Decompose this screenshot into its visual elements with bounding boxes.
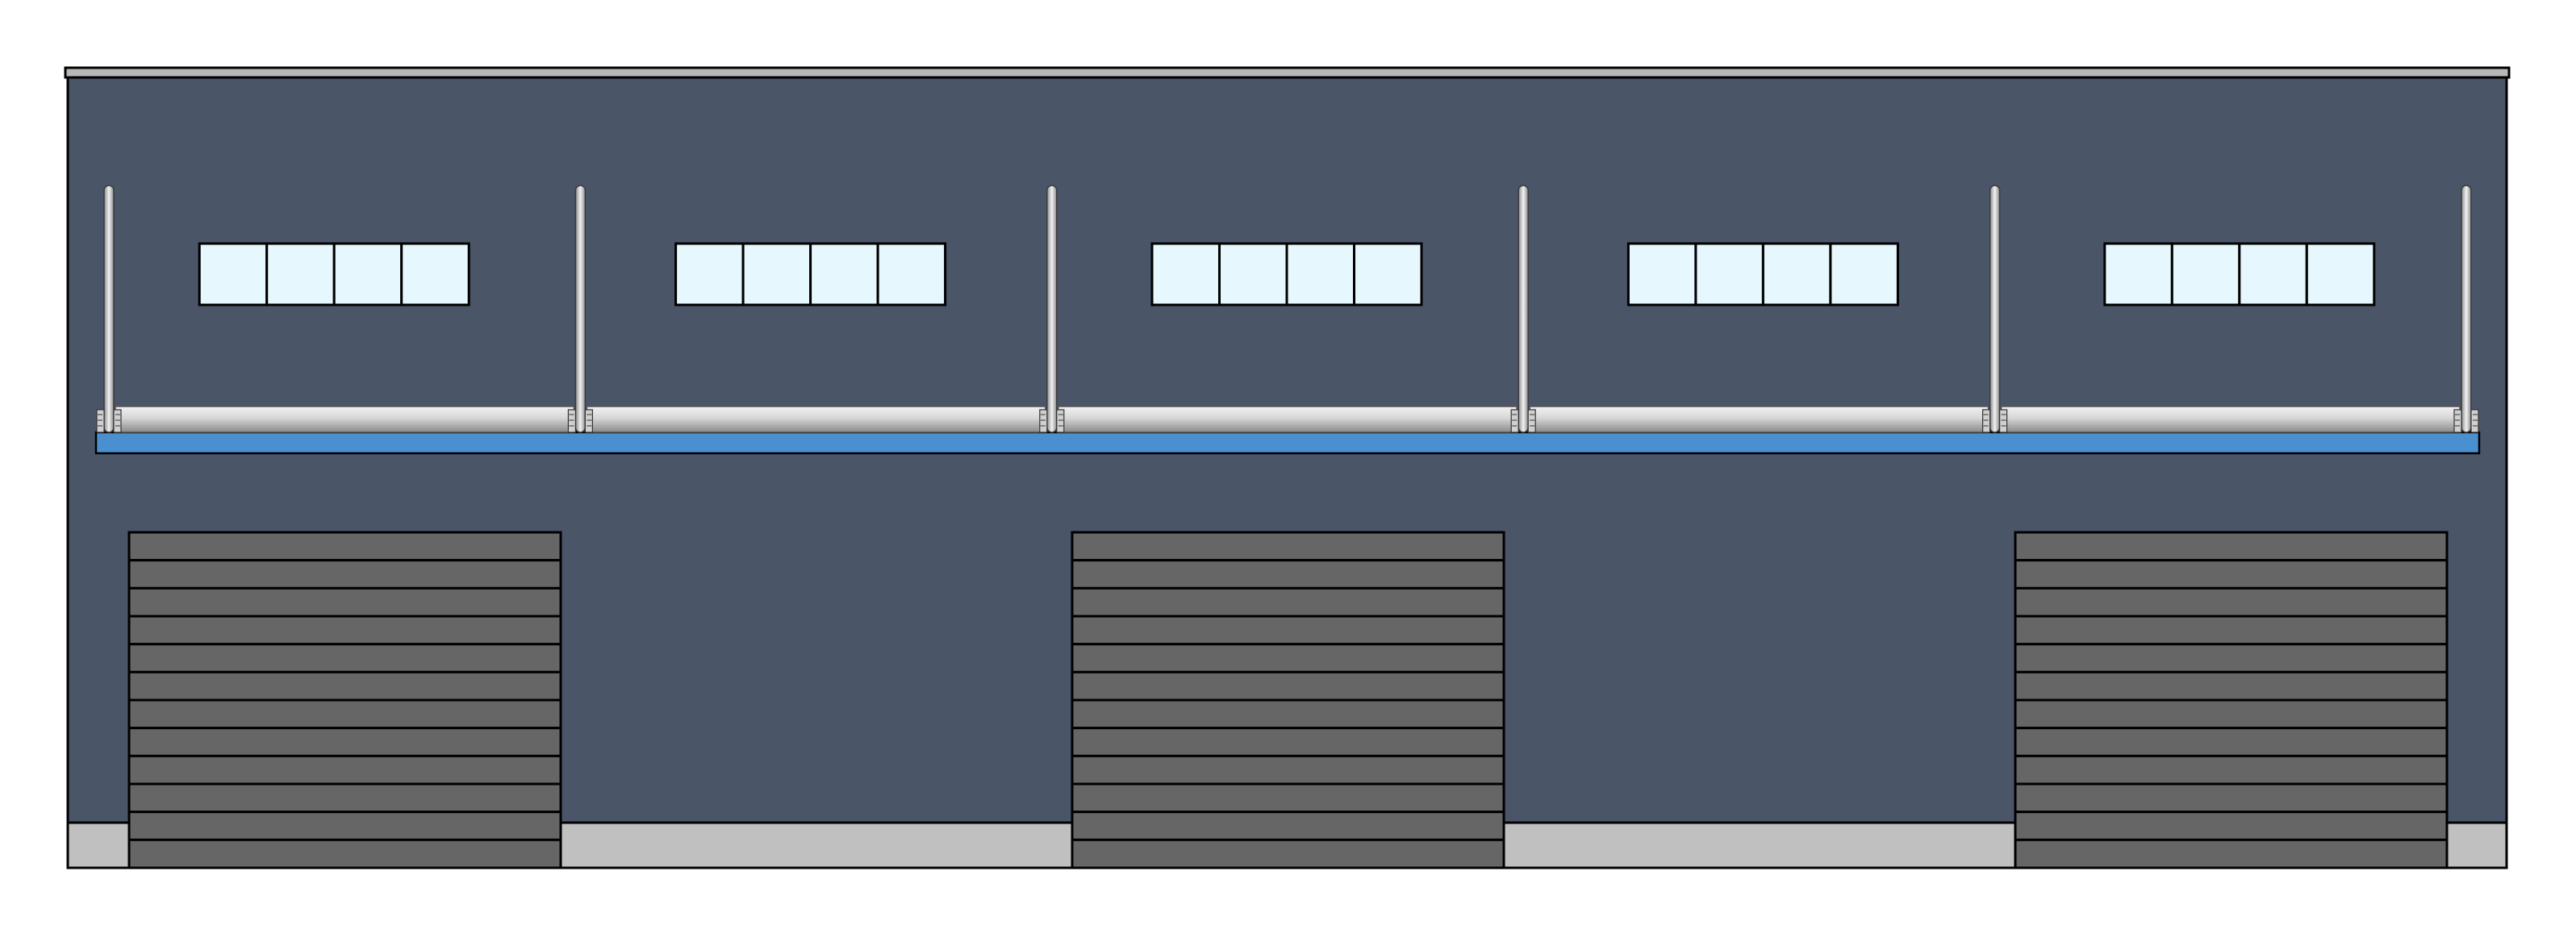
post-bracket (1527, 409, 1536, 433)
door-slat (127, 643, 562, 673)
window-band-4 (1626, 242, 1899, 306)
door-slat (1071, 615, 1505, 646)
canopy-beam (1529, 406, 1989, 433)
window-pane (1626, 242, 1697, 306)
door-slat (2014, 615, 2449, 646)
window-pane (2103, 242, 2173, 306)
roof-cap (64, 66, 2511, 79)
post-bracket (113, 409, 122, 433)
window-pane (674, 242, 745, 306)
door-slat (127, 782, 562, 814)
door-slat (127, 615, 562, 646)
door-slat (2014, 643, 2449, 673)
canopy-fascia (94, 431, 2481, 455)
door-slat (2014, 811, 2449, 841)
canopy-beam (1058, 406, 1518, 433)
door-slat (1071, 754, 1505, 786)
canopy-beam (2000, 406, 2461, 433)
door-slat (1071, 643, 1505, 673)
door-slat (2014, 727, 2449, 757)
post-bracket (2470, 409, 2479, 433)
door-slat (127, 586, 562, 618)
door-slat (1071, 698, 1505, 730)
window-pane (1150, 242, 1221, 306)
canopy-post-2 (567, 185, 594, 433)
window-pane (2170, 242, 2241, 306)
window-pane (1694, 242, 1764, 306)
window-pane (198, 242, 269, 306)
canopy-post (103, 185, 115, 433)
door-slat (127, 754, 562, 786)
canopy-post-4 (1510, 185, 1536, 433)
door-slat (127, 727, 562, 757)
roller-door-3 (2014, 531, 2449, 869)
roller-door-2 (1071, 531, 1505, 869)
door-slat (1071, 586, 1505, 618)
canopy-post (1989, 185, 2001, 433)
door-slat (127, 811, 562, 841)
door-slat (2014, 586, 2449, 618)
door-slat (2014, 782, 2449, 814)
window-pane (1761, 242, 1832, 306)
post-bracket (1039, 409, 1048, 433)
door-slat (2014, 698, 2449, 730)
door-slat (1071, 670, 1505, 702)
canopy-post-3 (1039, 185, 1065, 433)
post-bracket (1999, 409, 2008, 433)
post-bracket (1510, 409, 1519, 433)
door-slat (1071, 838, 1505, 869)
canopy-post (574, 185, 587, 433)
canopy-post (1046, 185, 1058, 433)
window-band-5 (2103, 242, 2376, 306)
door-slat (127, 838, 562, 869)
window-pane (2238, 242, 2308, 306)
door-slat (2014, 531, 2449, 562)
post-bracket (584, 409, 594, 433)
window-pane (265, 242, 336, 306)
window-pane (876, 242, 947, 306)
post-bracket (1056, 409, 1065, 433)
window-pane (1353, 242, 1423, 306)
door-slat (1071, 559, 1505, 590)
window-pane (1285, 242, 1355, 306)
door-slat (2014, 838, 2449, 869)
door-slat (2014, 670, 2449, 702)
window-band-1 (198, 242, 470, 306)
door-slat (2014, 754, 2449, 786)
canopy-post (1518, 185, 1529, 433)
window-pane (809, 242, 879, 306)
canopy-post (2461, 185, 2472, 433)
door-slat (1071, 531, 1505, 562)
window-band-2 (674, 242, 947, 306)
canopy-post-1 (96, 185, 122, 433)
door-slat (1071, 811, 1505, 841)
window-pane (2305, 242, 2376, 306)
window-pane (400, 242, 470, 306)
roller-door-1 (127, 531, 562, 869)
canopy-beam (115, 406, 575, 433)
canopy-post-5 (1982, 185, 2008, 433)
window-pane (1218, 242, 1288, 306)
post-bracket (1982, 409, 1991, 433)
canopy-post-6 (2453, 185, 2479, 433)
door-slat (2014, 559, 2449, 590)
door-slat (127, 531, 562, 562)
post-bracket (567, 409, 577, 433)
door-slat (127, 670, 562, 702)
door-slat (127, 559, 562, 590)
canopy-beam (586, 406, 1046, 433)
door-slat (1071, 727, 1505, 757)
post-bracket (2453, 409, 2462, 433)
window-pane (332, 242, 403, 306)
door-slat (1071, 782, 1505, 814)
post-bracket (96, 409, 105, 433)
window-pane (741, 242, 812, 306)
door-slat (127, 698, 562, 730)
window-band-3 (1150, 242, 1423, 306)
window-pane (1829, 242, 1899, 306)
